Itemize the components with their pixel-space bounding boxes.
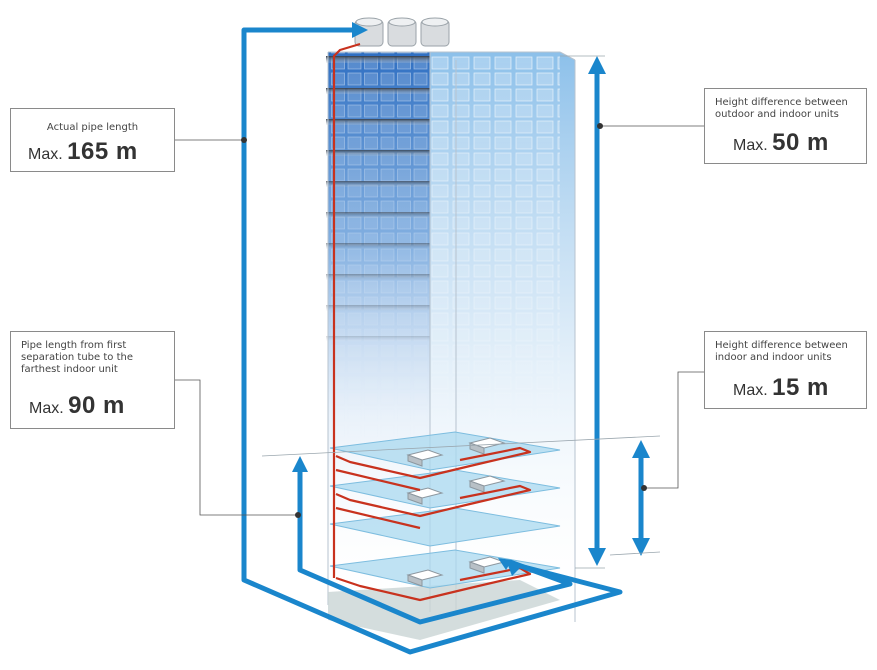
arrowhead-icon — [352, 22, 368, 38]
callout-value: Max. 90 m — [29, 392, 125, 419]
height-arrow-15m — [632, 440, 650, 556]
callout-caption: Pipe length from first separation tube t… — [21, 340, 133, 375]
callout-height-outdoor-indoor: Height difference between outdoor and in… — [704, 88, 867, 164]
pipe-length-arrow-165 — [241, 27, 623, 655]
building-tower — [326, 51, 576, 640]
callout-value: Max. 50 m — [733, 129, 829, 156]
indoor-unit-icon — [406, 487, 444, 505]
indoor-unit-icon — [406, 449, 444, 467]
pipe-length-arrow-90 — [297, 470, 573, 625]
leader-lines — [175, 125, 704, 516]
reference-lines — [261, 55, 661, 569]
outdoor-units — [354, 17, 450, 47]
indoor-unit-icon — [406, 569, 444, 587]
callout-caption: Actual pipe length — [46, 122, 139, 133]
callout-actual-pipe-length: Actual pipe length Max. 165 m — [10, 108, 175, 172]
callout-caption: Height difference between indoor and ind… — [715, 340, 848, 363]
indoor-unit-icon — [468, 475, 506, 493]
callout-height-indoor-indoor: Height difference between indoor and ind… — [704, 331, 867, 409]
height-arrow-50m — [588, 56, 606, 566]
leader-dots — [241, 123, 647, 518]
callout-pipe-first-separation: Pipe length from first separation tube t… — [10, 331, 175, 429]
callout-value: Max. 165 m — [28, 138, 138, 165]
arrowhead-icon — [292, 456, 308, 472]
lower-floors — [329, 431, 561, 589]
arrowhead-icon — [498, 558, 512, 570]
callout-caption: Height difference between outdoor and in… — [715, 97, 848, 120]
callout-value: Max. 15 m — [733, 374, 829, 401]
